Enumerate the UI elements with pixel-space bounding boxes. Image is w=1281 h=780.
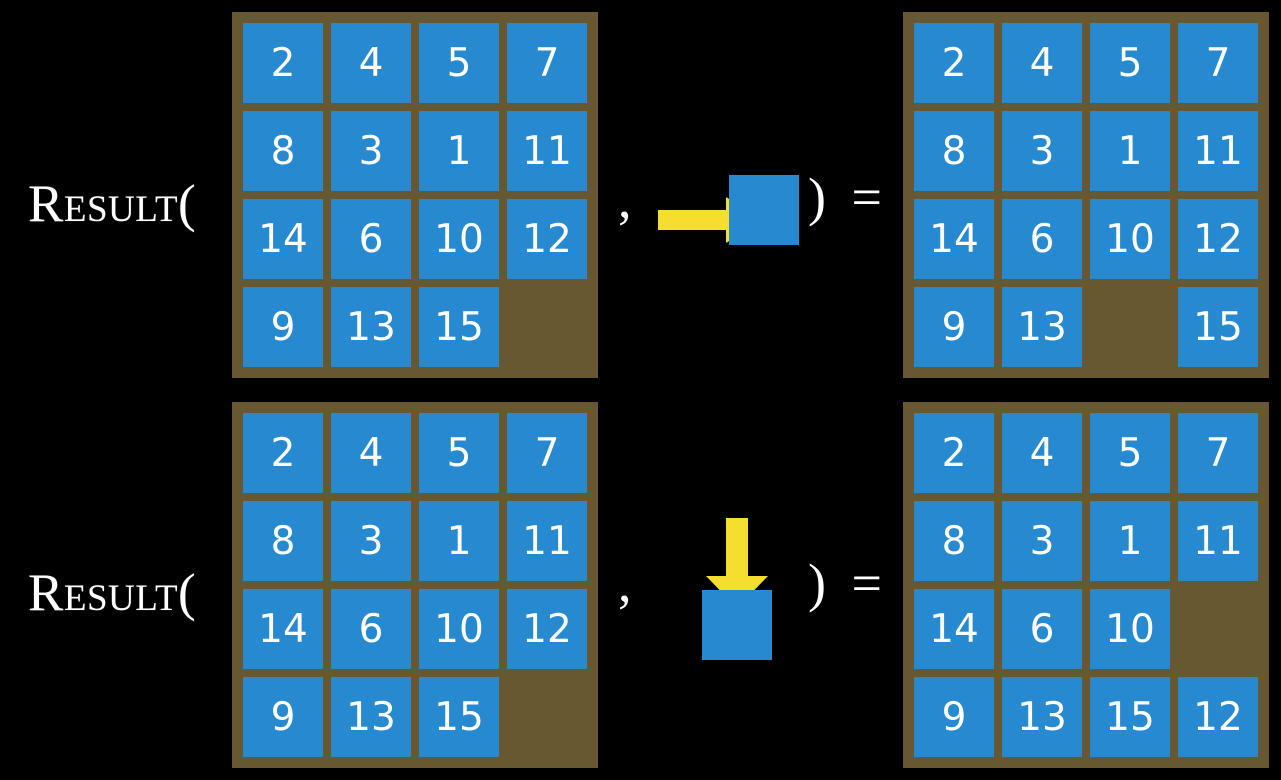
tile[interactable]: 11	[1178, 501, 1258, 581]
tile[interactable]: 4	[331, 23, 411, 103]
tile[interactable]: 8	[914, 111, 994, 191]
tile[interactable]: 15	[419, 677, 499, 757]
tile[interactable]: 4	[1002, 413, 1082, 493]
tile[interactable]: 12	[507, 199, 587, 279]
tile[interactable]: 6	[1002, 589, 1082, 669]
tile[interactable]: 6	[331, 589, 411, 669]
tile[interactable]: 10	[419, 589, 499, 669]
tile[interactable]: 12	[1178, 199, 1258, 279]
tile[interactable]: 2	[914, 413, 994, 493]
comma-separator: ,	[618, 553, 632, 613]
tile[interactable]: 13	[1002, 677, 1082, 757]
tile[interactable]: 3	[331, 501, 411, 581]
tile[interactable]: 10	[1090, 199, 1170, 279]
tile[interactable]: 5	[1090, 23, 1170, 103]
tile[interactable]: 1	[1090, 501, 1170, 581]
tile[interactable]: 13	[331, 677, 411, 757]
tile[interactable]: 10	[1090, 589, 1170, 669]
blank-tile-operand-row-1[interactable]	[729, 175, 799, 245]
tile[interactable]: 7	[1178, 23, 1258, 103]
tile[interactable]: 8	[243, 501, 323, 581]
tile[interactable]: 13	[1002, 287, 1082, 367]
tile[interactable]: 3	[1002, 111, 1082, 191]
tile[interactable]: 11	[507, 501, 587, 581]
tile[interactable]: 15	[1178, 287, 1258, 367]
tile[interactable]: 1	[419, 111, 499, 191]
operator-area-row-2: , ) =	[600, 392, 903, 780]
comma-separator: ,	[618, 169, 632, 229]
tile[interactable]: 13	[331, 287, 411, 367]
tile[interactable]: 6	[331, 199, 411, 279]
input-board-row-1: 2 4 5 7 8 3 1 11 14 6 10 12 9 13 15	[232, 12, 598, 378]
tile[interactable]: 14	[914, 199, 994, 279]
equation-row-1: Result( 2 4 5 7 8 3 1 11 14 6 10 12 9 13…	[28, 0, 1269, 392]
tile[interactable]: 15	[1090, 677, 1170, 757]
output-board-row-2: 2 4 5 7 8 3 1 11 14 6 10 9 13 15 12	[903, 402, 1269, 768]
tile[interactable]: 11	[507, 111, 587, 191]
tile[interactable]: 2	[243, 23, 323, 103]
empty-slot	[1178, 589, 1258, 669]
tile[interactable]: 7	[1178, 413, 1258, 493]
tile[interactable]: 5	[419, 23, 499, 103]
tile[interactable]: 7	[507, 23, 587, 103]
tile[interactable]: 5	[1090, 413, 1170, 493]
tile[interactable]: 9	[914, 287, 994, 367]
operator-area-row-1: , ) =	[600, 0, 903, 392]
tile[interactable]: 4	[1002, 23, 1082, 103]
tile[interactable]: 2	[914, 23, 994, 103]
tile[interactable]: 11	[1178, 111, 1258, 191]
input-board-row-2: 2 4 5 7 8 3 1 11 14 6 10 12 9 13 15	[232, 402, 598, 768]
tile[interactable]: 1	[1090, 111, 1170, 191]
tile[interactable]: 14	[243, 199, 323, 279]
tile[interactable]: 8	[914, 501, 994, 581]
tile[interactable]: 6	[1002, 199, 1082, 279]
tile[interactable]: 3	[331, 111, 411, 191]
tile[interactable]: 12	[507, 589, 587, 669]
tile[interactable]: 4	[331, 413, 411, 493]
empty-slot	[507, 677, 587, 757]
close-paren-equals-row-1: ) =	[808, 167, 888, 227]
tile[interactable]: 9	[243, 677, 323, 757]
tile[interactable]: 7	[507, 413, 587, 493]
tile[interactable]: 14	[243, 589, 323, 669]
output-board-row-1: 2 4 5 7 8 3 1 11 14 6 10 12 9 13 15	[903, 12, 1269, 378]
arrow-down-icon	[706, 518, 768, 608]
result-function-label-row-2: Result(	[28, 564, 197, 622]
tile[interactable]: 15	[419, 287, 499, 367]
tile[interactable]: 9	[243, 287, 323, 367]
tile[interactable]: 12	[1178, 677, 1258, 757]
close-paren-equals-row-2: ) =	[808, 553, 888, 613]
tile[interactable]: 3	[1002, 501, 1082, 581]
tile[interactable]: 14	[914, 589, 994, 669]
result-function-label-row-1: Result(	[28, 175, 197, 233]
tile[interactable]: 1	[419, 501, 499, 581]
tile[interactable]: 8	[243, 111, 323, 191]
tile[interactable]: 2	[243, 413, 323, 493]
tile[interactable]: 10	[419, 199, 499, 279]
blank-tile-operand-row-2[interactable]	[702, 590, 772, 660]
tile[interactable]: 9	[914, 677, 994, 757]
tile[interactable]: 5	[419, 413, 499, 493]
